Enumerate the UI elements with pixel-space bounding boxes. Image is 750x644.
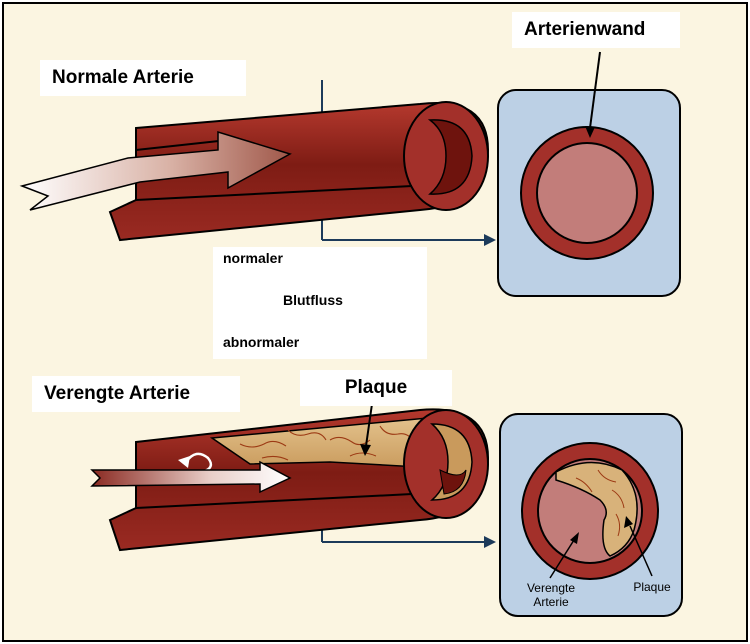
narrowed-lumen-label: Verengte Arterie xyxy=(512,581,590,609)
plaque-title: Plaque xyxy=(300,370,452,406)
blood-flow-word: Blutfluss xyxy=(283,292,343,308)
narrowed-flow-arrow xyxy=(90,460,292,494)
narrowed-artery-title: Verengte Arterie xyxy=(32,376,240,412)
blood-flow-normal: normaler xyxy=(223,250,283,266)
normal-artery-title: Normale Arterie xyxy=(40,60,246,96)
blood-flow-label-box: normaler Blutfluss abnormaler xyxy=(213,247,427,359)
normal-artery-tube xyxy=(108,101,490,242)
blood-flow-abnormal: abnormaler xyxy=(223,334,300,350)
artery-wall-title: Arterienwand xyxy=(512,12,680,48)
wall-pointer xyxy=(589,51,601,129)
normal-flow-arrow xyxy=(19,130,292,211)
narrowed-lumen-line2: Arterie xyxy=(533,595,569,609)
cross-section-plaque-label: Plaque xyxy=(633,580,671,594)
swirl-icon xyxy=(184,452,213,474)
normal-lumen xyxy=(536,142,638,244)
cross-section-plaque xyxy=(555,461,638,557)
narrowed-lumen-line1: Verengte xyxy=(526,581,576,595)
plaque-pointer xyxy=(365,403,373,447)
narrowed-artery-tube xyxy=(108,408,490,552)
